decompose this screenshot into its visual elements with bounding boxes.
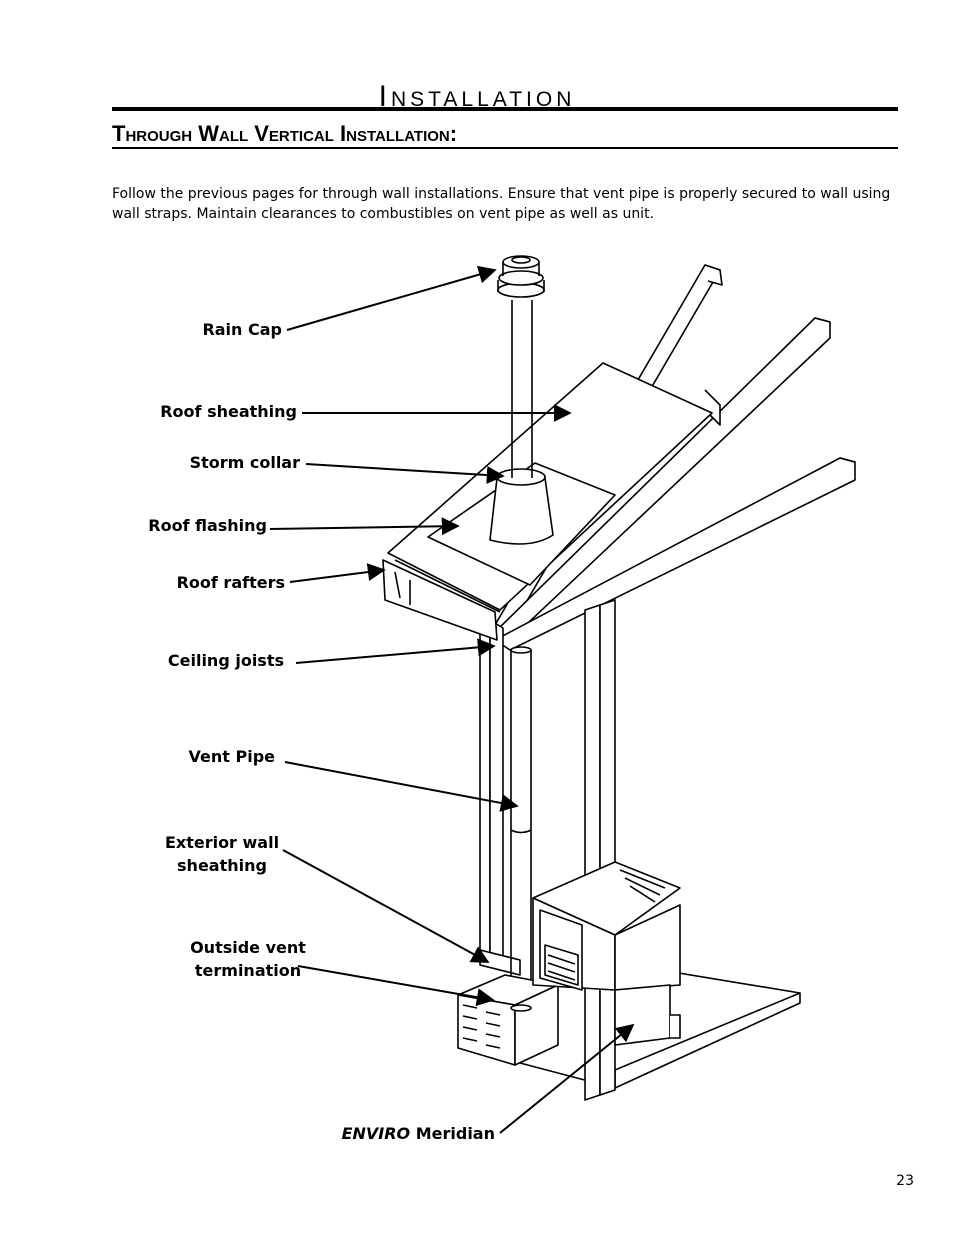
leader-arrows: [269, 265, 635, 1134]
label-outside-vent-line1: Outside vent: [190, 938, 306, 957]
storm-collar-top: [496, 468, 546, 486]
label-exterior-wall-line2: sheathing: [177, 856, 267, 875]
vent-pipe-base: [510, 1004, 532, 1012]
vent-pipe-upper: [511, 300, 533, 478]
vent-pipe-lower: [510, 650, 532, 1008]
stove-unit: [532, 861, 681, 1046]
label-ceiling-joists: Ceiling joists: [167, 651, 284, 670]
page-number: 23: [896, 1173, 914, 1189]
ceiling-joist: [382, 559, 498, 641]
section-heading: Through Wall Vertical Installation:: [112, 121, 458, 146]
intro-paragraph: Follow the previous pages for through wa…: [112, 186, 891, 222]
label-enviro-meridian: ENVIRO Meridian: [330, 1122, 495, 1145]
label-exterior-wall-line1: Exterior wall: [164, 833, 280, 852]
section-rule: [112, 147, 898, 149]
joist-detail: [394, 571, 411, 605]
outside-vent-termination: [457, 974, 559, 1066]
title-rule: [112, 107, 898, 111]
vent-pipe-joint: [510, 829, 532, 834]
sheathing-edge: [394, 559, 501, 613]
label-vent-pipe: Vent Pipe: [188, 747, 275, 766]
label-roof-rafters: Roof rafters: [176, 573, 285, 592]
label-enviro-brand: ENVIRO: [341, 1124, 411, 1143]
vent-pipe-collar: [510, 646, 532, 654]
label-storm-collar: Storm collar: [189, 453, 300, 472]
label-rain-cap: Rain Cap: [202, 320, 282, 339]
label-roof-flashing: Roof flashing: [148, 516, 267, 535]
storm-collar: [489, 477, 554, 545]
label-outside-vent-line2: termination: [194, 961, 302, 980]
rain-cap: [497, 255, 545, 298]
label-enviro-model: Meridian: [415, 1124, 495, 1143]
label-outside-vent: Outside vent termination: [188, 936, 308, 982]
label-roof-sheathing: Roof sheathing: [160, 402, 297, 421]
label-exterior-wall: Exterior wall sheathing: [160, 831, 284, 877]
